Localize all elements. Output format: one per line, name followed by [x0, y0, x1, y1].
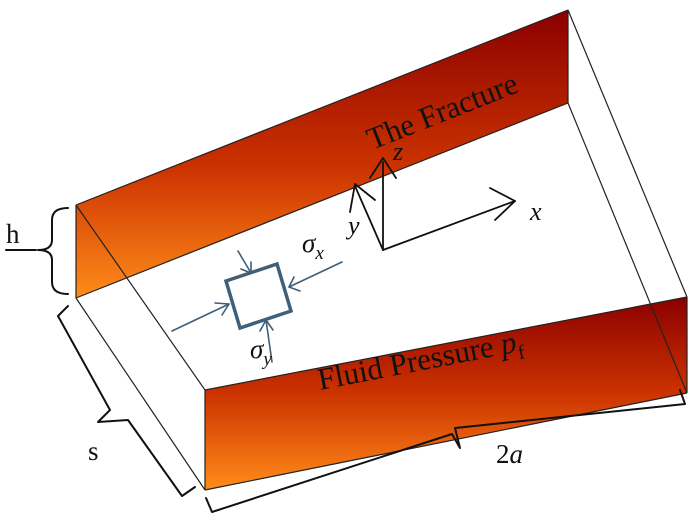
stress-label-sigma-x: σx: [302, 228, 324, 264]
pressure-symbol: p: [495, 324, 519, 362]
sigma-y-symbol: σ: [250, 334, 265, 364]
height-brace: [37, 207, 69, 295]
length-label: 2a: [496, 439, 523, 469]
sigma-x-symbol: σ: [302, 228, 317, 258]
axis-label-x: x: [529, 197, 542, 226]
coordinate-axes: [349, 157, 516, 251]
height-label: h: [6, 219, 20, 249]
sigma-y-subscript: y: [261, 349, 272, 370]
box-wireframe: [75, 9, 688, 491]
front-fracture-wall: [205, 297, 687, 490]
pressure-subscript: f: [516, 341, 527, 364]
back-fracture-wall: [76, 10, 568, 298]
axis-label-y: y: [345, 211, 360, 240]
spacing-brace: [57, 305, 196, 497]
stress-arrows: [171, 250, 343, 363]
axis-label-z: z: [392, 137, 403, 166]
spacing-label: s: [88, 436, 99, 466]
sigma-x-subscript: x: [314, 243, 324, 264]
length-brace: [205, 389, 686, 513]
length-label-variable: a: [510, 439, 524, 469]
length-label-prefix: 2: [496, 439, 510, 469]
stress-label-sigma-y: σy: [250, 334, 272, 370]
stress-element: [223, 261, 294, 331]
